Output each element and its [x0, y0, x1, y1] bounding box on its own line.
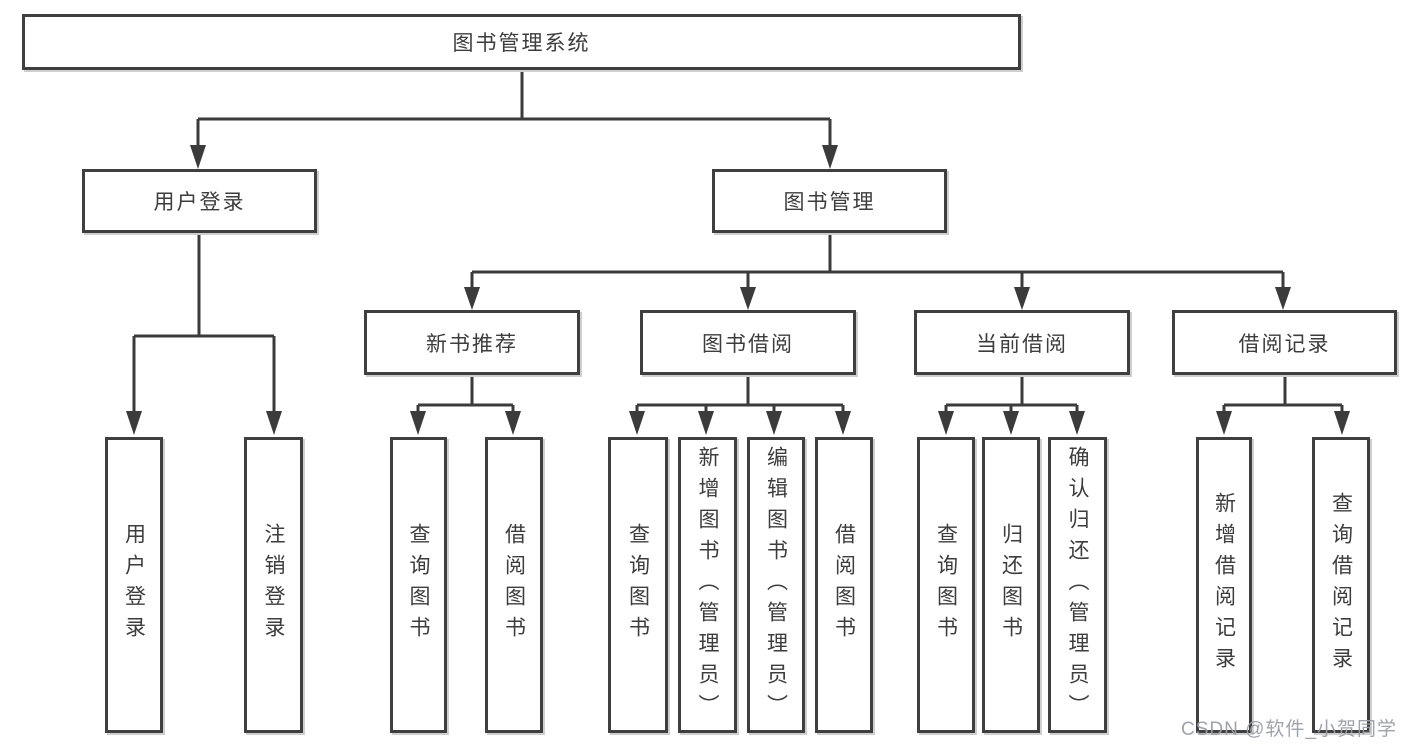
leaf-query-books-1: 查询图书: [390, 437, 447, 733]
leaf-borrow-books-1-label: 借阅图书: [502, 523, 526, 647]
connector-bookmgmt-split: [470, 233, 1285, 289]
leaf-add-books-admin-label: 新增图书（管理员）: [696, 445, 719, 725]
leaf-borrow-books-2-label: 借阅图书: [832, 523, 856, 647]
node-root-library-system: 图书管理系统: [22, 14, 1021, 70]
node-borrow-records: 借阅记录: [1172, 310, 1397, 375]
connector-newrec-split: [416, 375, 515, 413]
arrowheads: [126, 145, 1350, 435]
leaf-add-borrow-record: 新增借阅记录: [1196, 437, 1252, 733]
node-root-label: 图书管理系统: [452, 32, 591, 55]
leaf-user-login: 用户登录: [105, 437, 163, 733]
leaf-query-books-3-label: 查询图书: [934, 523, 958, 647]
leaf-borrow-books-1: 借阅图书: [485, 437, 543, 733]
node-current-borrow-label: 当前借阅: [976, 332, 1068, 356]
leaf-confirm-return-admin: 确认归还（管理员）: [1048, 437, 1107, 733]
leaf-borrow-books-2: 借阅图书: [815, 437, 873, 733]
node-user-login: 用户登录: [82, 169, 317, 233]
leaf-logout-label: 注销登录: [262, 523, 285, 647]
leaf-confirm-return-admin-label: 确认归还（管理员）: [1066, 445, 1089, 725]
node-user-login-label: 用户登录: [153, 191, 246, 214]
leaf-add-borrow-record-label: 新增借阅记录: [1212, 492, 1236, 678]
csdn-watermark: CSDN @软件_小贺同学: [1181, 719, 1397, 740]
connector-records-split: [1222, 375, 1344, 413]
leaf-query-borrow-record: 查询借阅记录: [1312, 437, 1370, 733]
node-book-borrow-label: 图书借阅: [702, 332, 794, 356]
connector-current-split: [944, 375, 1079, 413]
node-book-borrow: 图书借阅: [640, 310, 856, 375]
leaf-user-login-label: 用户登录: [122, 523, 146, 647]
node-book-management-label: 图书管理: [783, 191, 876, 214]
node-borrow-records-label: 借阅记录: [1238, 332, 1331, 356]
leaf-query-books-3: 查询图书: [917, 437, 975, 733]
leaf-return-books-label: 归还图书: [999, 523, 1023, 647]
leaf-query-books-1-label: 查询图书: [407, 523, 430, 647]
leaf-edit-books-admin-label: 编辑图书（管理员）: [764, 445, 788, 725]
leaf-query-books-2: 查询图书: [608, 437, 668, 733]
connector-root-split: [196, 70, 832, 146]
leaf-logout: 注销登录: [244, 437, 303, 733]
connector-borrow-split: [635, 375, 845, 413]
leaf-add-books-admin: 新增图书（管理员）: [678, 437, 737, 733]
connector-userlogin-split: [132, 233, 276, 413]
node-book-management: 图书管理: [712, 169, 947, 233]
node-new-book-recommend-label: 新书推荐: [426, 332, 518, 356]
node-current-borrow: 当前借阅: [914, 310, 1130, 375]
leaf-edit-books-admin: 编辑图书（管理员）: [747, 437, 805, 733]
node-new-book-recommend: 新书推荐: [364, 310, 580, 375]
leaf-query-books-2-label: 查询图书: [626, 523, 650, 647]
leaf-query-borrow-record-label: 查询借阅记录: [1329, 492, 1353, 678]
leaf-return-books: 归还图书: [982, 437, 1040, 733]
